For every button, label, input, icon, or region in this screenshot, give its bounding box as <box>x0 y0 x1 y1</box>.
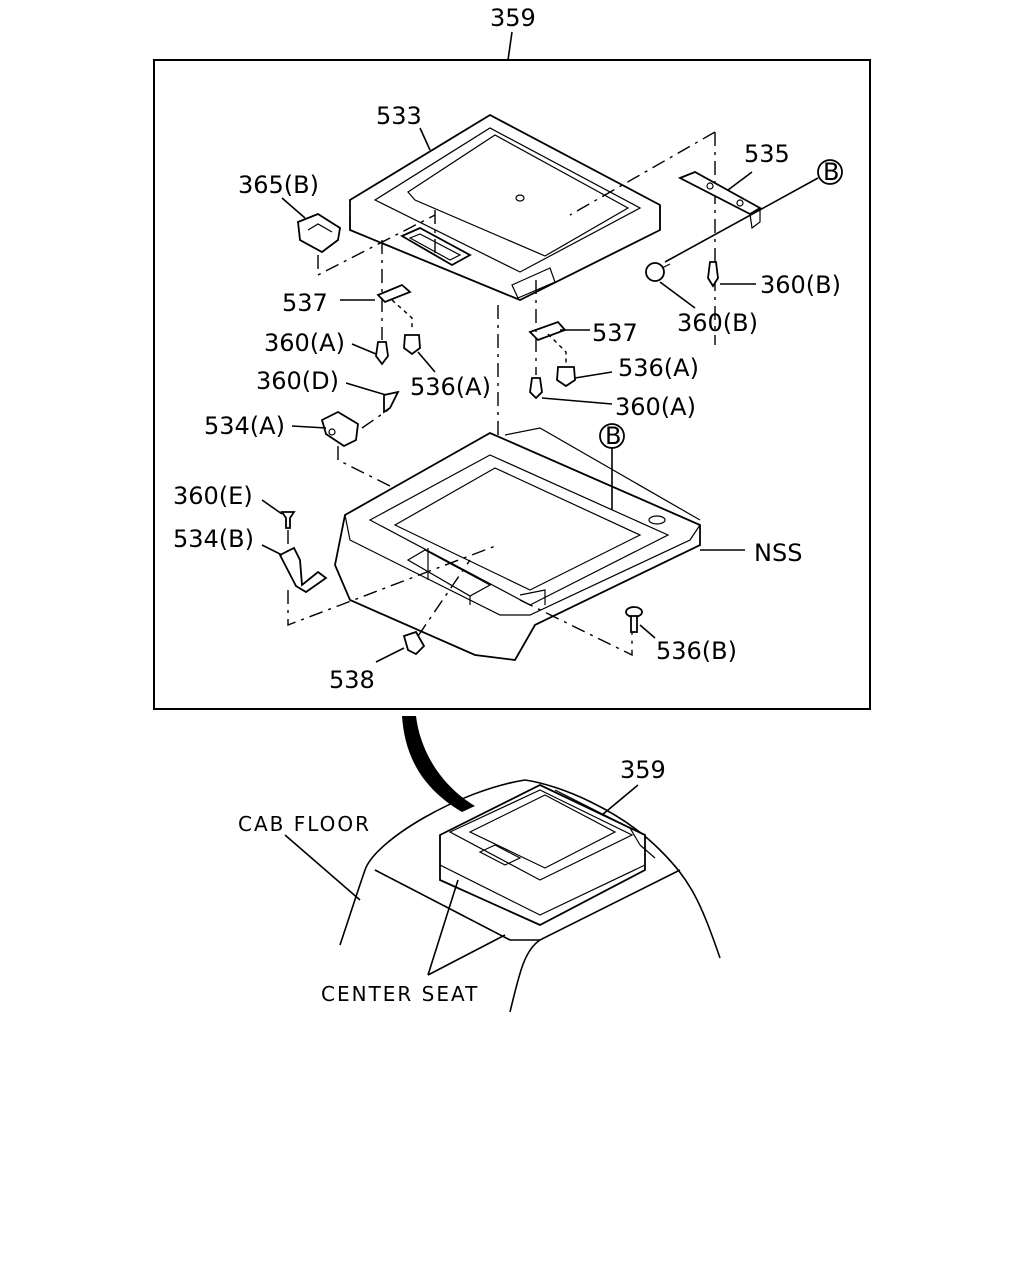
label-callout-b1: B <box>823 158 839 186</box>
label-537-right: 537 <box>592 319 638 347</box>
leader-359-top <box>507 31 513 61</box>
label-360a-right: 360(A) <box>615 393 696 421</box>
label-assembly-top: 359 <box>490 4 536 32</box>
screw-360a-left <box>375 341 389 366</box>
grommet-536a-left <box>403 334 421 356</box>
screw-360b-mid <box>645 262 671 282</box>
label-360d: 360(D) <box>256 367 339 395</box>
label-360e: 360(E) <box>173 482 253 510</box>
label-cab-floor: CAB FLOOR <box>238 812 371 836</box>
label-callout-b2: B <box>605 422 621 450</box>
leader-cab-floor <box>284 834 361 901</box>
screw-360b-right <box>707 261 719 288</box>
leader-b1 <box>664 177 819 263</box>
label-534a: 534(A) <box>204 412 285 440</box>
leader-535 <box>727 171 753 191</box>
bracket-537-right <box>528 320 567 342</box>
clip-538 <box>402 630 426 656</box>
clip-365b <box>297 212 341 254</box>
label-534b: 534(B) <box>173 525 254 553</box>
label-536b: 536(B) <box>656 637 737 665</box>
leader-center-seat-2 <box>427 934 506 976</box>
label-center-seat: CENTER SEAT <box>321 982 479 1006</box>
leader-533 <box>419 127 431 151</box>
callout-b1-circle <box>817 159 843 185</box>
label-assembly-bottom: 359 <box>620 756 666 784</box>
base-nss <box>334 427 701 661</box>
bracket-534b <box>278 546 328 594</box>
label-nss: NSS <box>754 539 802 567</box>
label-365b: 365(B) <box>238 171 319 199</box>
screw-360d <box>383 390 400 414</box>
console-359-lower <box>439 783 656 927</box>
latch-534a <box>320 410 359 448</box>
detail-frame <box>153 59 871 710</box>
lid-533 <box>349 113 661 301</box>
label-536a-right: 536(A) <box>618 354 699 382</box>
label-538: 538 <box>329 666 375 694</box>
label-536a-left: 536(A) <box>410 373 491 401</box>
label-360a-left: 360(A) <box>264 329 345 357</box>
grommet-536a-right <box>556 366 576 388</box>
screw-360e <box>280 511 296 529</box>
pointer-arrow <box>402 716 475 812</box>
leader-center-seat-1 <box>427 879 459 976</box>
bracket-535 <box>677 171 762 230</box>
screw-360a-right <box>529 377 543 400</box>
label-535: 535 <box>744 140 790 168</box>
callout-b2-circle <box>599 423 625 449</box>
label-360b-mid: 360(B) <box>677 309 758 337</box>
label-537-left: 537 <box>282 289 328 317</box>
label-360b-right: 360(B) <box>760 271 841 299</box>
pin-536b <box>625 606 643 633</box>
label-533: 533 <box>376 102 422 130</box>
cab-floor-outline <box>339 779 721 1013</box>
bracket-537-left <box>376 283 412 304</box>
